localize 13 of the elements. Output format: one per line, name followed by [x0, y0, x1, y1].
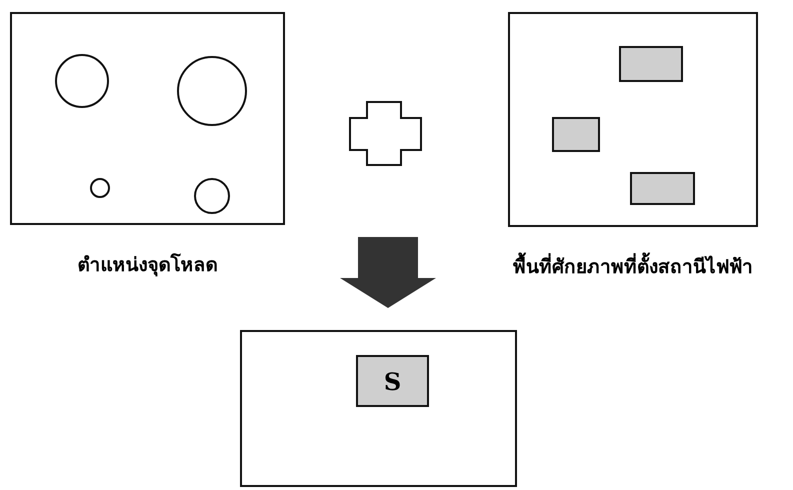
circle — [194, 178, 230, 214]
block-arrow — [340, 237, 436, 308]
circle — [55, 54, 109, 108]
shaded-rectangle: S — [356, 355, 429, 407]
circle — [177, 56, 247, 126]
shaded-rectangle — [630, 172, 695, 205]
plus-sign — [349, 101, 422, 166]
frame-box — [240, 330, 517, 487]
circle — [90, 178, 110, 198]
shaded-rectangle — [552, 117, 600, 152]
shaded-rectangle — [619, 46, 683, 82]
node-label: ตำแหน่งจุดโหลด — [78, 252, 218, 278]
node-label: พื้นที่ศักยภาพที่ตั้งสถานีไฟฟ้า — [513, 251, 753, 281]
